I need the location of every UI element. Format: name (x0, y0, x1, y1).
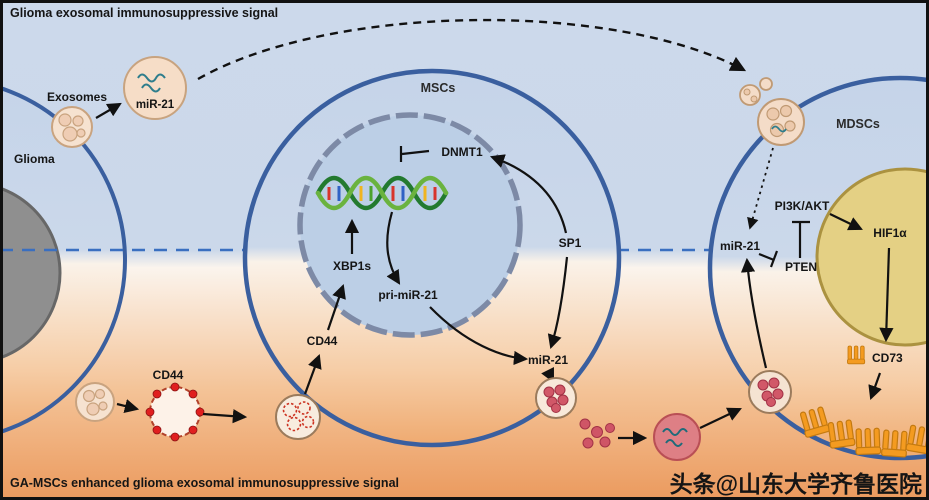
hif1a-label: HIF1α (873, 226, 907, 240)
cd44-to-xbp1s-arrow (326, 283, 346, 331)
cd44-msc-label: CD44 (307, 334, 338, 348)
msc-uptake-vesicle (275, 394, 321, 440)
mir21-exosome-label: miR-21 (136, 99, 175, 111)
vesicle-to-cd44-arrow (303, 353, 322, 395)
exosome-to-mir21-circle-arrow (95, 102, 122, 119)
mdsc-label: MDSCs (836, 117, 880, 131)
rna-icon (662, 428, 688, 436)
exosomal-signal-dashed-arrow (197, 18, 747, 81)
msc-budding-vesicle (535, 377, 577, 419)
incoming-exosome-cluster (739, 77, 805, 146)
mdsc-nucleus (815, 167, 929, 347)
pri-mir21-label: pri-miR-21 (378, 288, 438, 302)
dna-helix-icon (315, 175, 449, 211)
gene-to-primir21-arrow (386, 211, 401, 285)
cd44-vesicle-label: CD44 (153, 368, 184, 382)
exosome-to-mir21-dotted-arrow (747, 147, 774, 230)
sp1-to-dnmt1-arrow (489, 154, 568, 234)
msc-nucleus (297, 112, 523, 338)
pten-label: PTEN (785, 260, 817, 274)
cd44-vesicle-to-msc-arrow (202, 409, 248, 424)
glioma-label: Glioma (14, 152, 55, 166)
top-banner: Glioma exosomal immunosuppressive signal (10, 6, 278, 20)
vesicle-to-mir21-arrow (740, 257, 768, 369)
sp1-label: SP1 (559, 236, 582, 250)
dnmt1-label: DNMT1 (441, 145, 483, 159)
mdsc-uptake-vesicle (748, 370, 792, 414)
rna-icon (771, 125, 787, 133)
rna-icon (137, 73, 166, 83)
mir21-mdsc-label: miR-21 (720, 239, 760, 253)
released-exosome-dots (579, 418, 615, 449)
dnmt1-inhibition-tbar (399, 146, 430, 162)
mir21-red-exosome (653, 413, 701, 461)
glioma-cell (0, 85, 127, 435)
pi3k-to-hif1a-arrow (829, 213, 863, 231)
watermark: 头条@山东大学齐鲁医院 (670, 471, 922, 497)
cd73-receptor-icon (846, 345, 866, 365)
glioma-nucleus (0, 186, 62, 360)
glioma-exosome-cluster (51, 106, 93, 148)
pi3k-akt-label: PI3K/AKT (775, 199, 830, 213)
xbp1s-label: XBP1s (333, 259, 371, 273)
cluster-to-cd44-vesicle-arrow (116, 399, 140, 413)
bottom-banner: GA-MSCs enhanced glioma exosomal immunos… (10, 476, 399, 490)
exosomes-label: Exosomes (47, 90, 107, 104)
primir21-to-mir21-arrow (429, 306, 529, 366)
cd73-label: CD73 (872, 351, 903, 365)
pten-pi3k-tbar (792, 220, 810, 258)
mir21-msc-label: miR-21 (528, 353, 568, 367)
sp1-to-mir21-arrow (547, 256, 569, 350)
gamsc-exosome-cluster (75, 382, 115, 422)
red-exosome-to-mdsc-arrow (699, 407, 742, 429)
hif1a-to-cd73-arrow (879, 247, 894, 343)
cd73-to-receptors-arrow (868, 372, 882, 401)
msc-label: MSCs (421, 81, 456, 95)
cd44-coated-exosome (145, 382, 205, 442)
mir21-exosome-circle (123, 56, 187, 120)
mir21-pten-tbar (758, 250, 779, 268)
